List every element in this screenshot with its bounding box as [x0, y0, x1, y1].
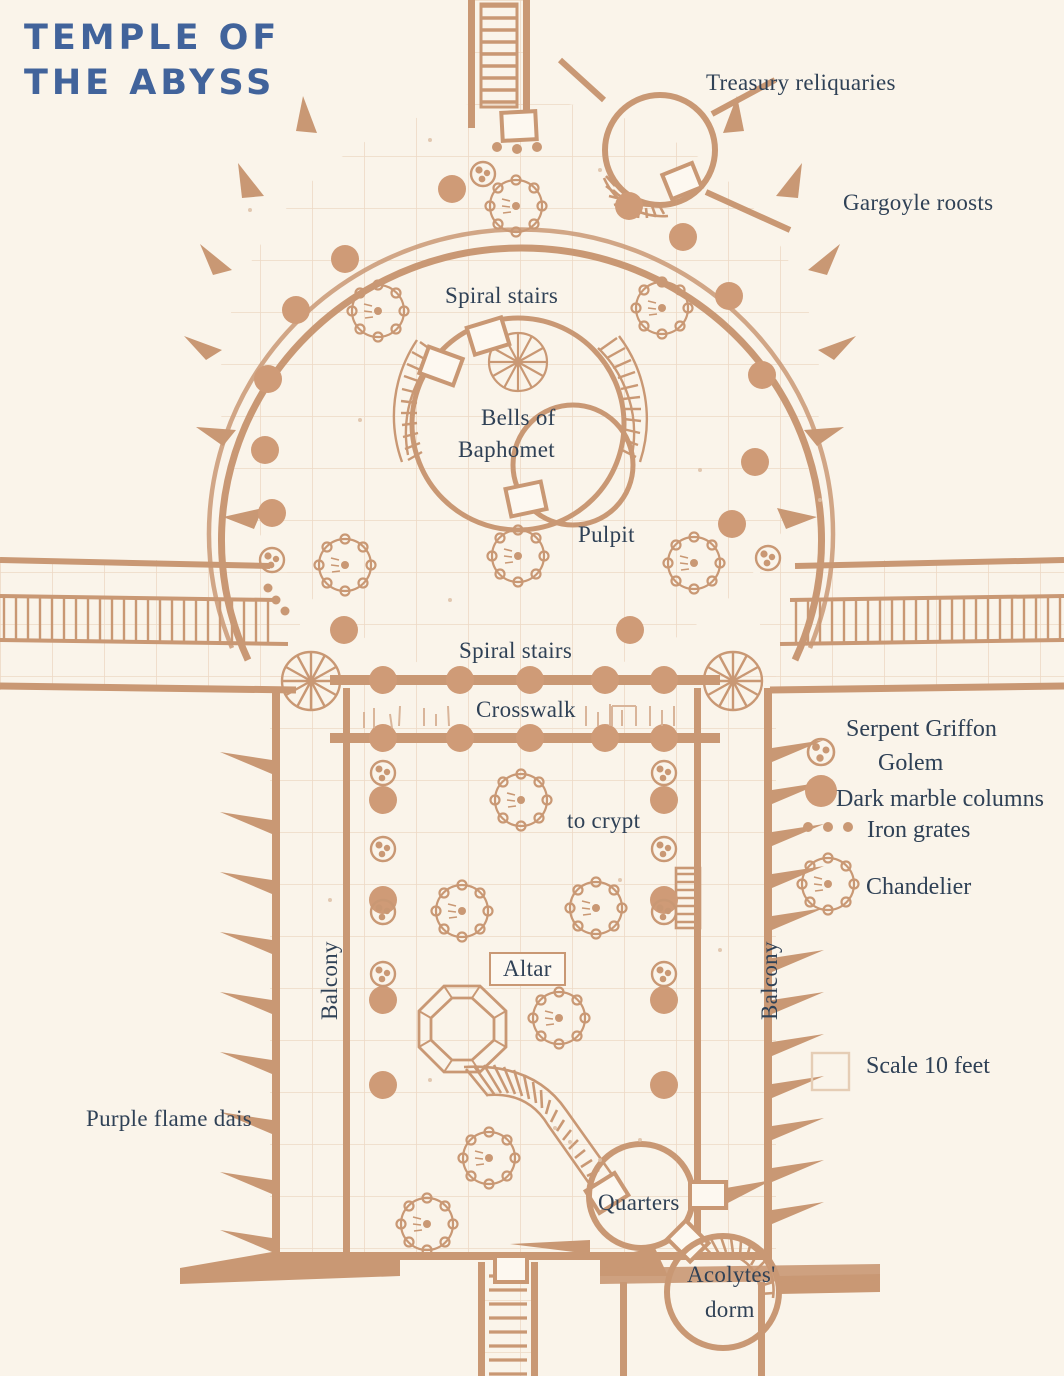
door-bottom: [493, 1254, 529, 1284]
legend-icons: [796, 737, 860, 1092]
nave-column-row-right: [650, 759, 678, 1099]
rotunda-stairs-right: [597, 335, 648, 463]
balustrade-hatch-left: [2, 598, 270, 644]
chandelier-group-nave: [395, 768, 628, 1256]
outer-wall-right: [764, 688, 772, 1260]
door-rotunda-northwest: [416, 344, 466, 388]
iron-grates-dome: [263, 142, 542, 616]
legend-label-dark-marble-columns: Dark marble columns: [836, 786, 1044, 812]
crosswalk-columns: [369, 666, 678, 752]
door-rotunda-north: [464, 314, 512, 358]
label-balcony-right: Balcony: [757, 941, 782, 1020]
door-stair-foot: [582, 1170, 632, 1216]
crosswalk-beams: [330, 666, 720, 752]
map-title-line2: THE ABYSS: [24, 62, 276, 103]
pulpit-alcove: [510, 402, 636, 528]
side-hall-right: [769, 557, 1064, 694]
label-purple-flame-dais: Purple flame dais: [86, 1106, 253, 1131]
nave-buttresses-left: [220, 752, 272, 1252]
spiral-stair-wheel-rotunda: [487, 331, 549, 393]
door-quarters-east: [688, 1180, 728, 1210]
legend-golem-icon: [806, 737, 836, 767]
balcony-wall-left: [343, 688, 350, 1260]
legend-label-serpent-griffon: Serpent Griffon: [846, 716, 997, 742]
bottom-west-ledge: [180, 1252, 400, 1284]
entrance-corridor-top: [468, 0, 539, 143]
side-hall-left: [0, 557, 297, 694]
legend-label-iron-grates: Iron grates: [867, 817, 971, 843]
treasury-tower: [557, 57, 792, 233]
outer-wall-left: [272, 688, 280, 1260]
bottom-east-ledge: [600, 1264, 880, 1284]
label-spiral-stairs-upper: Spiral stairs: [445, 283, 559, 308]
door-quarters-south: [664, 1217, 712, 1265]
quarters-ledge: [726, 1180, 772, 1204]
chandelier-group-dome: [313, 174, 726, 597]
label-altar: Altar: [489, 952, 566, 986]
rubble-specks: [248, 138, 822, 1162]
purple-flame-dais-octagon: [417, 984, 508, 1074]
legend-label-scale: Scale 10 feet: [866, 1053, 990, 1079]
legend-label-golem: Golem: [878, 750, 944, 776]
label-acolytes-dorm-2: dorm: [705, 1297, 755, 1322]
legend-iron-grates-icon: [803, 822, 853, 832]
label-bells-of-baphomet-2: Baphomet: [458, 437, 555, 462]
label-quarters: Quarters: [598, 1190, 680, 1215]
label-bells-of-baphomet-1: Bells of: [481, 405, 556, 430]
crosswalk-rubble: [363, 704, 675, 729]
nave-column-row-left: [369, 759, 397, 1099]
label-spiral-stairs-lower: Spiral stairs: [459, 638, 573, 663]
legend-column-icon: [805, 775, 837, 807]
label-gargoyle-roosts: Gargoyle roosts: [843, 190, 994, 215]
map-title-line1: TEMPLE OF: [24, 18, 281, 58]
door-rotunda-south: [503, 479, 549, 519]
scale-swatch: [810, 1051, 851, 1092]
door-treasury: [659, 160, 705, 202]
stair-treads-top: [481, 4, 517, 104]
label-pulpit: Pulpit: [578, 522, 635, 547]
quarters-west-ledge: [510, 1240, 590, 1254]
label-treasury-reliquaries: Treasury reliquaries: [706, 70, 896, 95]
balcony-wall-right: [694, 688, 701, 1260]
label-crosswalk: Crosswalk: [476, 697, 576, 722]
map-title: TEMPLE OF THE ABYSS: [24, 16, 280, 106]
dome-interior-furnishings: [251, 142, 782, 644]
quarters-tower: [510, 1141, 772, 1265]
label-balcony-left: Balcony: [317, 941, 342, 1020]
golem-group-dome: [258, 160, 782, 574]
legend-chandelier-icon: [796, 852, 860, 916]
door-top: [499, 109, 539, 143]
dark-marble-columns-dome: [251, 175, 776, 644]
grand-staircase-to-quarters: [463, 1064, 632, 1216]
balustrade-hatch-right: [794, 597, 1062, 644]
balcony-stairs-right: [674, 866, 702, 930]
legend-label-chandelier: Chandelier: [866, 874, 972, 900]
exit-corridor-bottom: [180, 1252, 880, 1376]
gargoyle-roost-buttresses: [184, 96, 856, 529]
label-to-crypt: to crypt: [567, 808, 641, 833]
label-acolytes-dorm-1: Acolytes': [687, 1262, 776, 1287]
central-rotunda: [392, 314, 648, 533]
